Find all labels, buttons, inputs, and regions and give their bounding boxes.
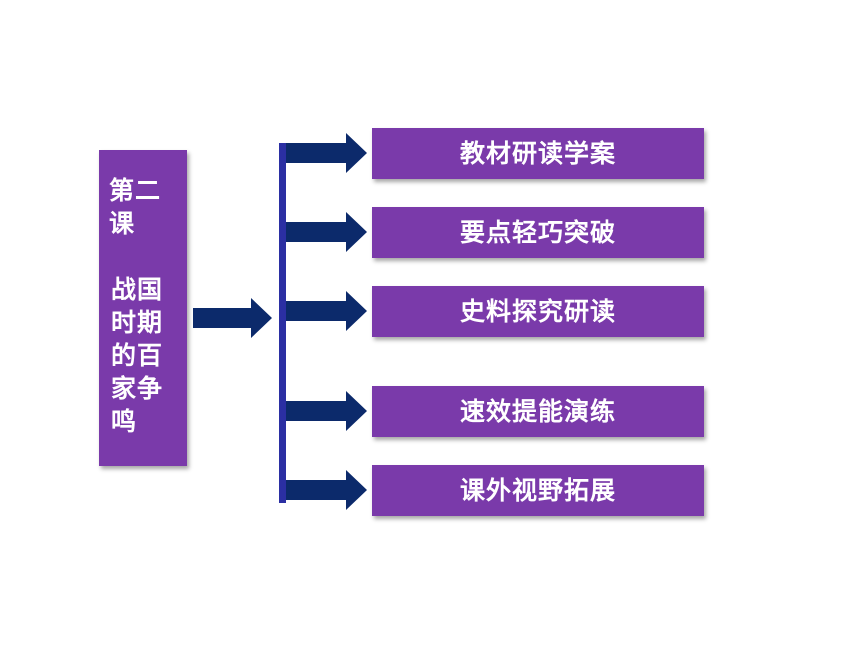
menu-item-label: 教材研读学案 xyxy=(459,139,616,168)
menu-item-label: 史料探究研读 xyxy=(459,297,616,326)
menu-item-extended-reading[interactable]: 课外视野拓展 xyxy=(372,465,704,516)
branch-arrow-5 xyxy=(286,470,367,510)
menu-item-label: 速效提能演练 xyxy=(459,397,616,426)
menu-item-key-points[interactable]: 要点轻巧突破 xyxy=(372,207,704,258)
menu-item-study-guide[interactable]: 教材研读学案 xyxy=(372,128,704,179)
bracket-line xyxy=(279,143,286,503)
branch-arrow-1 xyxy=(286,133,367,173)
menu-item-label: 要点轻巧突破 xyxy=(459,218,616,247)
main-arrow xyxy=(193,298,272,338)
branch-arrow-3 xyxy=(286,291,367,331)
branch-arrow-4 xyxy=(286,391,367,431)
menu-item-practice[interactable]: 速效提能演练 xyxy=(372,386,704,437)
lesson-title-box: 第二课 战国时期的百家争鸣 xyxy=(99,150,187,466)
branch-arrow-2 xyxy=(286,212,367,252)
lesson-number-label: 第二课 xyxy=(109,176,162,238)
lesson-title: 战国时期的百家争鸣 xyxy=(111,275,164,436)
menu-item-source-study[interactable]: 史料探究研读 xyxy=(372,286,704,337)
menu-item-label: 课外视野拓展 xyxy=(459,476,616,505)
